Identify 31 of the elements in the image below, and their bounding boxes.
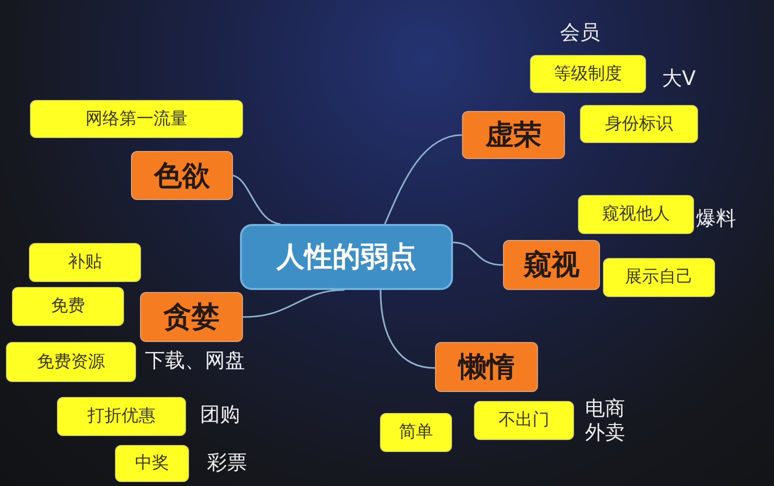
branch-box: 窥视 (503, 240, 600, 290)
leaf-box: 窥视他人 (578, 195, 694, 234)
side-note: 爆料 (696, 208, 736, 228)
side-note: 外卖 (585, 422, 625, 442)
side-note: 下载、网盘 (145, 350, 245, 370)
side-note: 电商 (585, 398, 625, 418)
side-note: 会员 (560, 22, 600, 42)
branch-box: 贪婪 (140, 292, 243, 342)
leaf-box: 简单 (380, 413, 452, 452)
leaf-box: 免费资源 (6, 342, 136, 382)
connector-line (380, 290, 436, 369)
connector-line (452, 242, 504, 266)
leaf-box: 等级制度 (530, 55, 646, 93)
connector-line (384, 134, 462, 224)
leaf-box: 身份标识 (580, 105, 698, 143)
central-topic-box: 人性的弱点 (240, 224, 453, 290)
side-note: 大V (662, 68, 696, 88)
leaf-box: 打折优惠 (57, 397, 186, 436)
leaf-box: 免费 (12, 287, 124, 326)
side-note: 团购 (200, 404, 240, 424)
leaf-box: 补贴 (29, 243, 141, 282)
leaf-box: 网络第一流量 (30, 100, 243, 138)
connector-line (242, 289, 344, 318)
branch-box: 色欲 (131, 151, 233, 200)
leaf-box: 展示自己 (603, 258, 715, 297)
leaf-box: 中奖 (115, 445, 189, 482)
leaf-box: 不出门 (474, 401, 574, 440)
branch-box: 懒惰 (435, 342, 538, 392)
branch-box: 虚荣 (462, 111, 565, 159)
connector-line (232, 174, 281, 225)
side-note: 彩票 (207, 452, 247, 472)
